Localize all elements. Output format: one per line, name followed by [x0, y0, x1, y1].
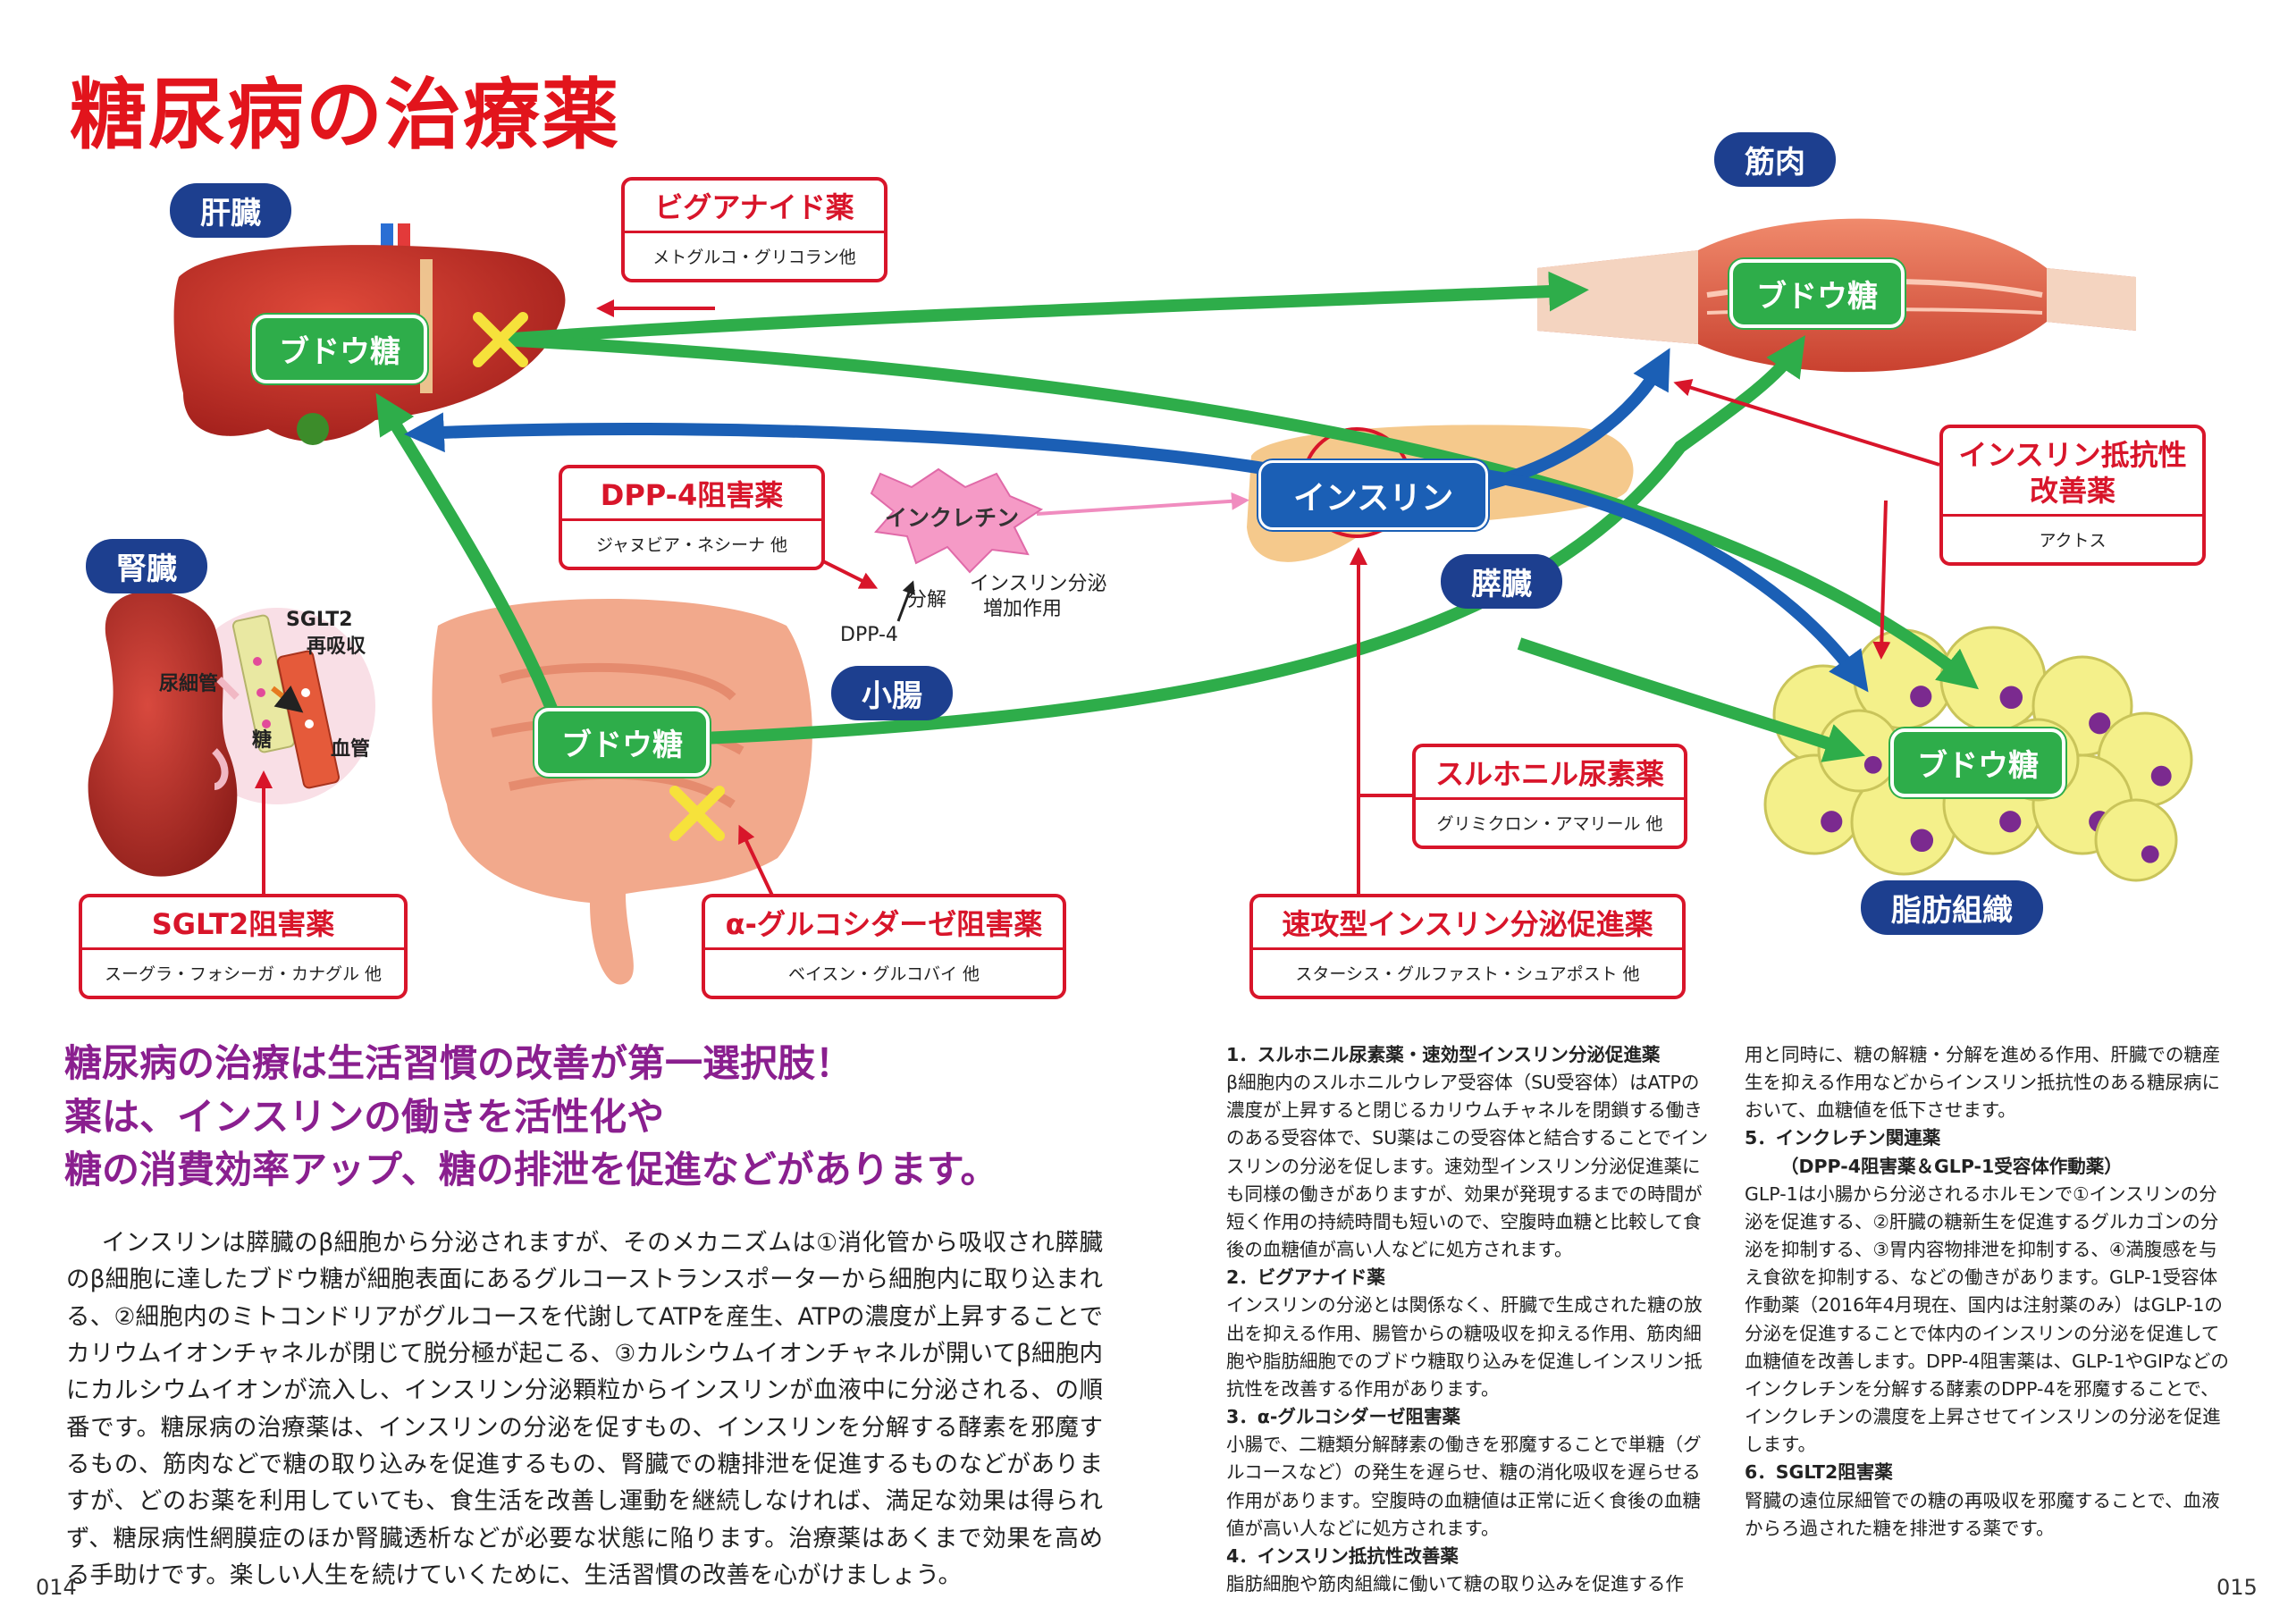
drug-examples: スターシス・グルファスト・シュアポスト 他 — [1253, 947, 1682, 996]
drug-box-sulfonylurea: スルホニル尿素薬 グリミクロン・アマリール 他 — [1412, 744, 1687, 849]
section-heading: 6．SGLT2阻害薬 — [1745, 1461, 1893, 1484]
drug-name-line1: インスリン抵抗性 — [1958, 438, 2187, 472]
section-text: β細胞内のスルホニルウレア受容体（SU受容体）はATPの濃度が上昇すると閉じるカ… — [1226, 1072, 1709, 1261]
glucose-badge-intestine: ブドウ糖 — [534, 708, 710, 777]
drug-box-sglt2: SGLT2阻害薬 スーグラ・フォシーガ・カナグル 他 — [79, 894, 408, 999]
drug-examples: ベイスン・グルコバイ 他 — [705, 947, 1063, 996]
note-insulin-secretion-2: 増加作用 — [983, 598, 1063, 620]
page-number-right: 015 — [2216, 1575, 2258, 1600]
kidney-note-reabsorption: 再吸収 — [307, 635, 366, 658]
note-dpp4: DPP-4 — [840, 624, 898, 646]
drug-name: ビグアナイド薬 — [654, 190, 854, 224]
organ-label-pancreas: 膵臓 — [1441, 554, 1562, 609]
headline-line1: 糖尿病の治療は生活習慣の改善が第一選択肢！ — [64, 1041, 854, 1085]
drug-examples: ジャヌビア・ネシーナ 他 — [562, 518, 821, 567]
headline-line2: 薬は、インスリンの働きを活性化や — [64, 1094, 665, 1139]
fat-cell — [2094, 798, 2178, 882]
section-text: 小腸で、二糖類分解酵素の働きを邪魔することで単糖（グルコースなど）の発生を遅らせ… — [1226, 1434, 1702, 1539]
kidney-note-sglt2: SGLT2 — [286, 609, 353, 631]
organ-label-muscle: 筋肉 — [1714, 132, 1836, 187]
drug-examples: メトグルコ・グリコラン他 — [625, 231, 884, 279]
organ-label-fat: 脂肪組織 — [1861, 880, 2043, 935]
kidney-note-tubule: 尿細管 — [159, 673, 219, 695]
page-number-left: 014 — [36, 1575, 77, 1600]
section-heading: 1．スルホニル尿素薬・速効型インスリン分泌促進薬 — [1226, 1044, 1661, 1065]
headline: 糖尿病の治療は生活習慣の改善が第一選択肢！ 薬は、インスリンの働きを活性化や 糖… — [64, 1037, 998, 1197]
section-text: インスリンの分泌とは関係なく、肝臓で生成された糖の放出を抑える作用、腸管からの糖… — [1226, 1294, 1703, 1400]
fat-cell-nucleus — [2150, 765, 2172, 787]
section-text: 用と同時に、糖の解糖・分解を進める作用、肝臓での糖産生を抑える作用などからインス… — [1745, 1044, 2221, 1122]
middle-column: 1．スルホニル尿素薬・速効型インスリン分泌促進薬 β細胞内のスルホニルウレア受容… — [1226, 1041, 1711, 1598]
drug-name: 速攻型インスリン分泌促進薬 — [1282, 907, 1653, 941]
drug-box-biguanide: ビグアナイド薬 メトグルコ・グリコラン他 — [621, 177, 887, 282]
kidney-note-vessel: 血管 — [331, 738, 371, 761]
organ-label-small-intestine: 小腸 — [831, 666, 953, 720]
fat-cell-nucleus — [1999, 686, 2023, 710]
drug-examples: アクトス — [1943, 514, 2202, 562]
drug-name: SGLT2阻害薬 — [151, 907, 335, 941]
insulin-flow-arrows — [404, 348, 1869, 693]
section-text: 腎臓の遠位尿細管での糖の再吸収を邪魔することで、血液からろ過された糖を排泄する薬… — [1745, 1489, 2220, 1539]
drug-box-rapid-insulin: 速攻型インスリン分泌促進薬 スターシス・グルファスト・シュアポスト 他 — [1249, 894, 1686, 999]
block-x-icon — [669, 786, 725, 841]
fat-cell-nucleus — [1910, 829, 1934, 853]
fat-cell-nucleus — [1863, 755, 1882, 774]
incretin-burst — [870, 467, 1044, 574]
drug-name-line2: 改善薬 — [2029, 474, 2116, 508]
fat-cell-nucleus — [1910, 686, 1932, 708]
drug-examples: スーグラ・フォシーガ・カナグル 他 — [82, 947, 404, 996]
fat-cell-nucleus — [1999, 811, 2022, 833]
drug-box-dpp4: DPP-4阻害薬 ジャヌビア・ネシーナ 他 — [559, 465, 825, 570]
drug-name: α-グルコシダーゼ阻害薬 — [725, 907, 1043, 941]
drug-examples: グリミクロン・アマリール 他 — [1416, 797, 1684, 846]
glucose-badge-liver: ブドウ糖 — [252, 315, 427, 383]
note-breakdown: 分解 — [907, 589, 947, 611]
fat-cell-nucleus — [1821, 811, 1843, 833]
page-title: 糖尿病の治療薬 — [70, 71, 620, 160]
section-subheading: （DPP-4阻害薬＆GLP-1受容体作動薬） — [1780, 1155, 2123, 1177]
left-body-text: インスリンは膵臓のβ細胞から分泌されますが、そのメカニズムは①消化管から吸収され… — [66, 1229, 1103, 1589]
section-heading: 5．インクレチン関連薬 — [1745, 1127, 1941, 1149]
section-heading: 4．インスリン抵抗性改善薬 — [1226, 1544, 1459, 1567]
drug-box-insulin-resistance: インスリン抵抗性 改善薬 アクトス — [1939, 425, 2206, 566]
note-insulin-secretion-1: インスリン分泌 — [970, 573, 1107, 595]
drug-name: スルホニル尿素薬 — [1434, 757, 1664, 791]
drug-name: DPP-4阻害薬 — [600, 478, 784, 512]
section-heading: 2．ビグアナイド薬 — [1226, 1266, 1385, 1289]
glucose-badge-muscle: ブドウ糖 — [1729, 259, 1905, 328]
glucose-badge-fat: ブドウ糖 — [1890, 728, 2065, 797]
insulin-badge: インスリン — [1258, 460, 1489, 530]
breakdown-arrow — [896, 580, 915, 622]
incretin-label: インクレチン — [885, 505, 1020, 531]
section-text: GLP-1は小腸から分泌されるホルモンで①インスリンの分泌を促進する、②肝臓の糖… — [1745, 1182, 2229, 1456]
section-heading: 3．α-グルコシダーゼ阻害薬 — [1226, 1406, 1460, 1428]
headline-line3: 糖の消費効率アップ、糖の排泄を促進などがあります。 — [64, 1148, 998, 1192]
right-column: 用と同時に、糖の解糖・分解を進める作用、肝臓での糖産生を抑える作用などからインス… — [1745, 1041, 2231, 1543]
section-text: 脂肪細胞や筋肉組織に働いて糖の取り込みを促進する作 — [1226, 1572, 1684, 1595]
kidney-illustration — [88, 591, 375, 877]
fat-cell-nucleus — [2089, 712, 2111, 735]
block-x-icon — [473, 312, 528, 367]
drug-box-alpha-gi: α-グルコシダーゼ阻害薬 ベイスン・グルコバイ 他 — [702, 894, 1066, 999]
kidney-note-sugar: 糖 — [252, 729, 273, 752]
organ-label-liver: 肝臓 — [170, 183, 291, 238]
fat-cell-nucleus — [2141, 845, 2159, 863]
organ-label-kidney: 腎臓 — [86, 539, 207, 593]
drug-name: インスリン抵抗性 改善薬 — [1943, 428, 2202, 514]
incretin-arrow — [1036, 492, 1249, 516]
